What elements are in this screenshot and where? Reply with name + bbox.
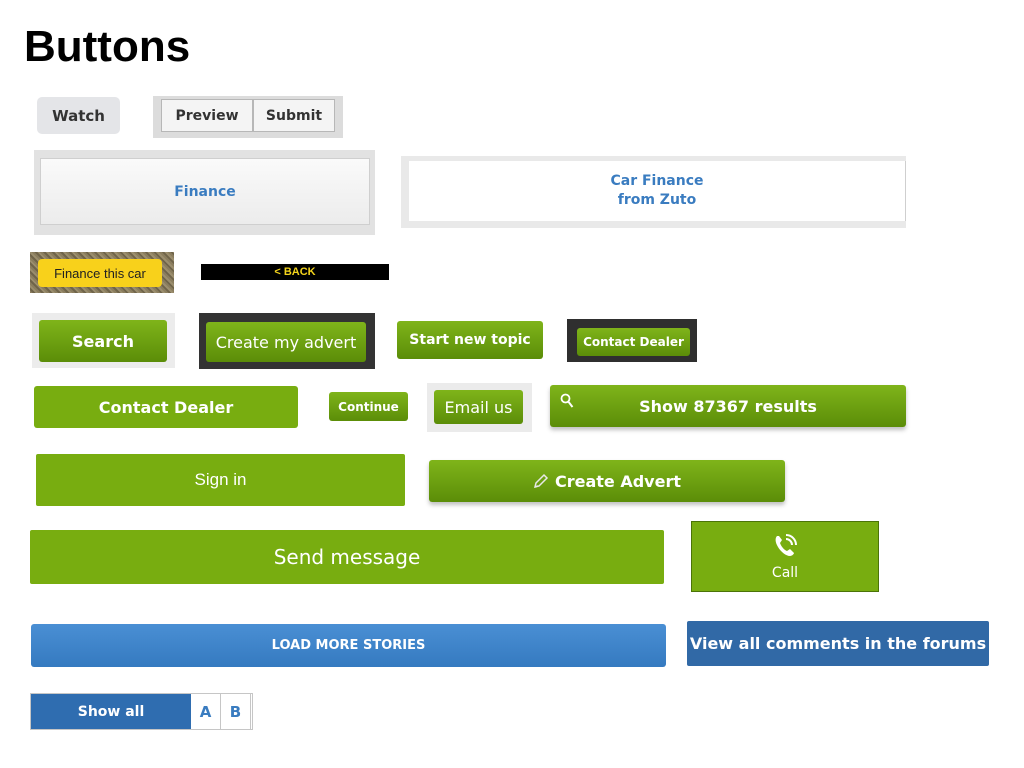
finance-button[interactable]: Finance	[40, 158, 370, 225]
contact-dealer-button[interactable]: Contact Dealer	[34, 386, 298, 428]
show-results-label: Show 87367 results	[639, 396, 817, 416]
letter-a-button[interactable]: A	[191, 694, 221, 729]
search-icon	[560, 393, 574, 413]
phone-icon	[772, 533, 798, 559]
call-label: Call	[771, 564, 799, 581]
preview-button[interactable]: Preview	[161, 99, 253, 132]
finance-button-container: Finance	[34, 150, 375, 235]
email-us-button[interactable]: Email us	[434, 390, 523, 424]
create-my-advert-container: Create my advert	[199, 313, 375, 369]
create-advert-button[interactable]: Create Advert	[429, 460, 785, 502]
show-results-button[interactable]: Show 87367 results	[550, 385, 906, 427]
contact-dealer-small-button[interactable]: Contact Dealer	[577, 328, 690, 356]
alphabet-filter: Show all A B	[30, 693, 253, 730]
from-zuto-label: from Zuto	[617, 192, 697, 208]
letter-b-button[interactable]: B	[221, 694, 251, 729]
search-button-container: Search	[32, 313, 175, 368]
finance-this-car-button[interactable]: Finance this car	[38, 259, 162, 287]
back-button[interactable]: < BACK	[201, 264, 389, 280]
start-new-topic-button[interactable]: Start new topic	[397, 321, 543, 359]
preview-submit-group: Preview Submit	[153, 96, 343, 138]
car-finance-label: Car Finance	[610, 173, 704, 189]
load-more-stories-button[interactable]: LOAD MORE STORIES	[31, 624, 666, 667]
car-finance-zuto-button[interactable]: Car Finance from Zuto	[409, 161, 906, 221]
create-advert-label: Create Advert	[554, 471, 681, 491]
call-button[interactable]: Call	[691, 521, 879, 592]
view-all-comments-button[interactable]: View all comments in the forums	[687, 621, 989, 666]
watch-button[interactable]: Watch	[37, 97, 120, 134]
sign-in-button[interactable]: Sign in	[36, 454, 405, 506]
send-message-button[interactable]: Send message	[30, 530, 664, 584]
show-all-button[interactable]: Show all	[31, 694, 191, 729]
page-title: Buttons	[24, 22, 191, 71]
create-my-advert-button[interactable]: Create my advert	[206, 322, 366, 362]
car-finance-button-container: Car Finance from Zuto	[401, 156, 906, 228]
finance-this-car-container: Finance this car	[30, 252, 174, 293]
email-us-container: Email us	[427, 383, 532, 432]
contact-dealer-small-container: Contact Dealer	[567, 319, 697, 362]
submit-button[interactable]: Submit	[253, 99, 335, 132]
continue-button[interactable]: Continue	[329, 392, 408, 421]
pencil-icon	[533, 473, 549, 489]
search-button[interactable]: Search	[39, 320, 167, 362]
